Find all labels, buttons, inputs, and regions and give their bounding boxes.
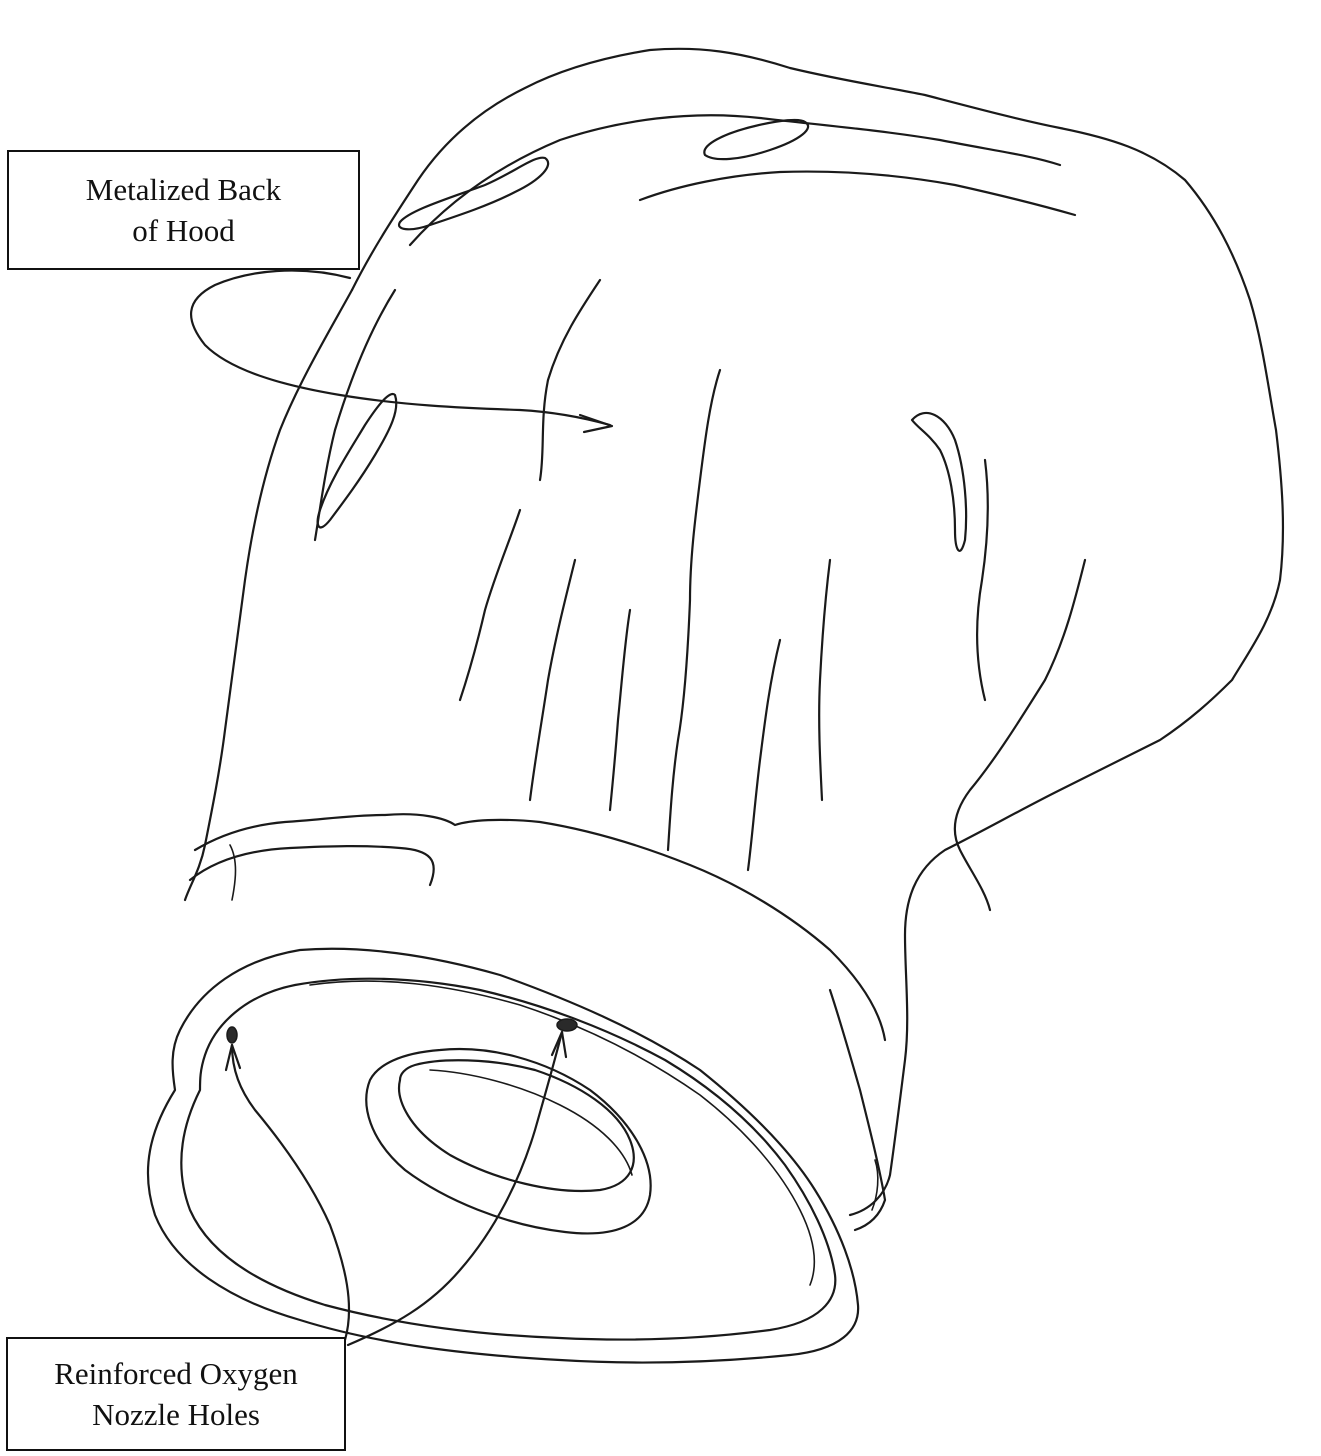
leader-back-of-hood: [191, 271, 610, 425]
callout-nozzle-line-1: Reinforced Oxygen: [54, 1353, 298, 1394]
fold-center-3: [610, 610, 630, 810]
neck-band-ridge: [230, 845, 236, 900]
fold-right-3: [955, 560, 1085, 910]
fold-left-2: [315, 290, 395, 540]
callout-oxygen-nozzles: Reinforced Oxygen Nozzle Holes: [6, 1337, 346, 1451]
leader-nozzle-right: [348, 1032, 562, 1345]
fold-left-1: [318, 394, 397, 527]
hood-top-crease: [640, 172, 1075, 215]
leader-back-arrowhead: [580, 415, 612, 432]
fold-center-1: [540, 280, 600, 480]
fold-center-4: [748, 640, 780, 870]
face-rim-inner: [181, 979, 835, 1340]
nozzle-hole-right: [557, 1019, 577, 1031]
callout-back-line-2: of Hood: [132, 210, 234, 251]
hood-left-side: [185, 290, 352, 900]
callout-back-line-1: Metalized Back: [86, 169, 281, 210]
top-slit-1: [399, 158, 548, 230]
top-slit-2: [704, 120, 808, 159]
hood-top-fold: [410, 115, 1060, 245]
face-window-inner: [399, 1060, 634, 1191]
callout-nozzle-line-2: Nozzle Holes: [92, 1394, 260, 1435]
neck-band-lower: [190, 846, 434, 885]
face-rim-outer: [148, 949, 858, 1363]
face-window-outer: [366, 1049, 650, 1233]
callout-metalized-back: Metalized Back of Hood: [7, 150, 360, 270]
fold-left-4: [530, 560, 575, 800]
fold-right-1: [977, 460, 988, 700]
fold-center-2: [668, 370, 720, 850]
hood-outline: [352, 49, 1283, 1215]
fold-right-hook: [912, 413, 966, 551]
nozzle-hole-left: [227, 1027, 237, 1043]
leader-nozzle-left: [232, 1045, 349, 1340]
fold-left-3: [460, 510, 520, 700]
fold-right-2: [819, 560, 830, 800]
